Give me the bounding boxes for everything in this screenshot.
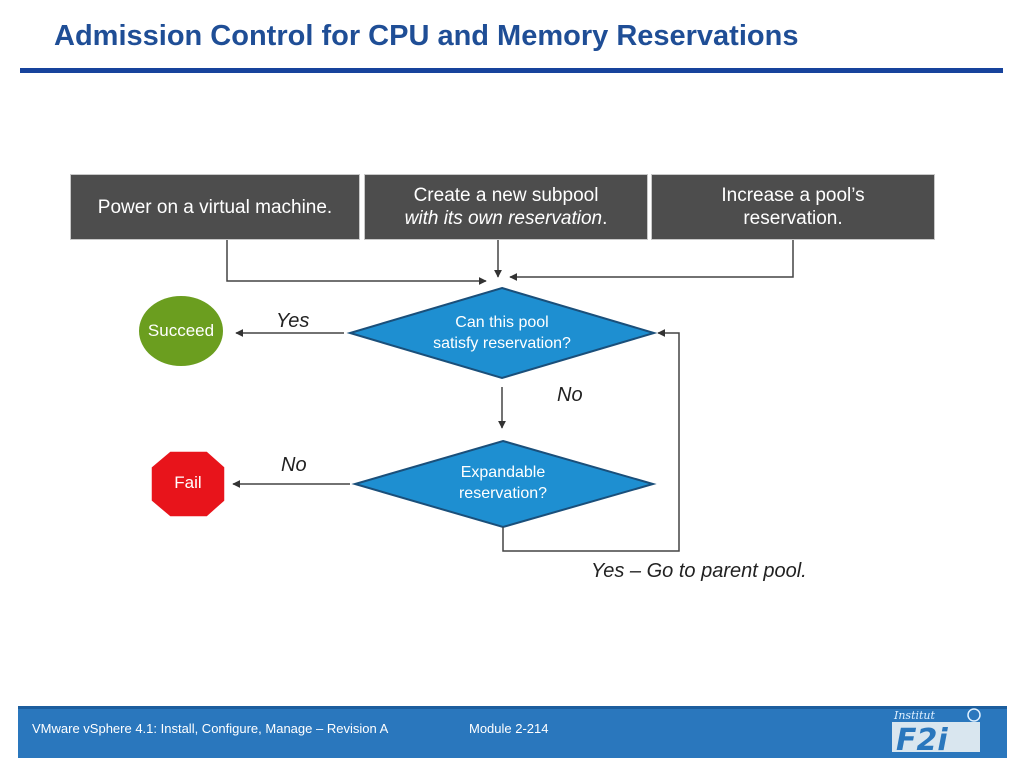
edge-label-yes-parent: Yes – Go to parent pool.	[591, 560, 807, 582]
f2i-logo: Institut F2i	[892, 708, 981, 758]
decision-can-satisfy-line2: satisfy reservation?	[433, 335, 571, 352]
connector-yes-loop-to-parent	[502, 329, 680, 552]
decision-can-satisfy-line1: Can this pool	[455, 314, 549, 331]
svg-text:Institut: Institut	[893, 709, 936, 722]
title-divider	[20, 68, 1003, 73]
svg-text:F2i: F2i	[896, 723, 948, 758]
increase-line1: Increase a pool’s	[721, 185, 865, 206]
increase-reservation-box: Increase a pool’s reservation.	[651, 174, 935, 240]
fail-shape	[150, 450, 226, 518]
create-subpool-period: .	[602, 208, 608, 229]
create-subpool-line2: with its own reservation	[404, 208, 603, 229]
page-title: Admission Control for CPU and Memory Res…	[54, 20, 799, 52]
decision-expandable-line1: Expandable	[460, 464, 546, 481]
footer-bar	[18, 706, 1007, 758]
footer-course-title: VMware vSphere 4.1: Install, Configure, …	[32, 721, 389, 736]
edge-label-yes: Yes	[276, 310, 310, 332]
create-subpool-line1: Create a new subpool	[413, 185, 599, 206]
connector-power-to-decision	[226, 240, 487, 285]
decision-can-satisfy-shape	[346, 286, 658, 380]
create-subpool-box: Create a new subpool with its own reserv…	[364, 174, 648, 240]
succeed-label: Succeed	[147, 321, 215, 340]
decision-can-satisfy-text: Can this pool satisfy reservation?	[402, 312, 602, 354]
decision-expandable-text: Expandable reservation?	[403, 462, 603, 504]
fail-label: Fail	[174, 473, 202, 492]
edge-label-no-down: No	[557, 384, 583, 406]
edge-label-no-left: No	[281, 454, 307, 476]
succeed-shape	[139, 296, 223, 366]
connector-increase-to-decision	[509, 240, 794, 281]
decision-expandable-line2: reservation?	[458, 485, 548, 502]
power-on-box: Power on a virtual machine.	[70, 174, 360, 240]
power-on-label: Power on a virtual machine.	[97, 196, 333, 218]
increase-line2: reservation.	[743, 208, 843, 229]
footer-module-number: Module 2-214	[469, 721, 549, 736]
